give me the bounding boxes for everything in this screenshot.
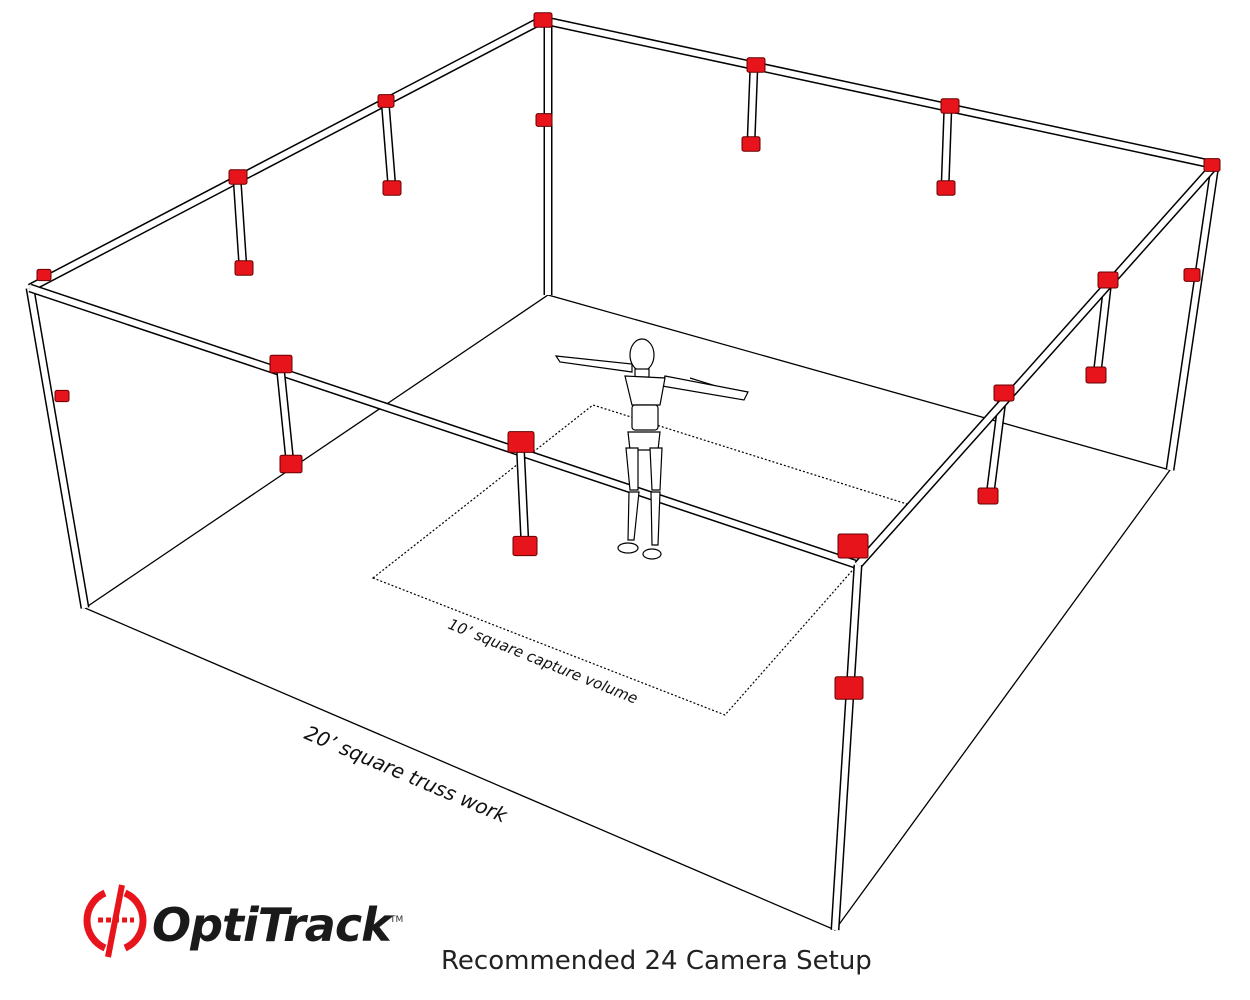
truss-bar: [748, 64, 757, 144]
truss-bar: [234, 177, 246, 269]
truss-bar: [1167, 164, 1218, 471]
camera-icon: [54, 389, 70, 403]
truss-bar: [832, 564, 861, 931]
camera-icon: [1097, 271, 1119, 289]
camera-icon: [940, 98, 960, 114]
trademark: TM: [390, 915, 404, 925]
camera-icon: [512, 535, 538, 557]
camera-icon: [1203, 158, 1221, 172]
figure-mannequin: [554, 338, 749, 560]
camera-icon: [234, 260, 254, 276]
camera-icon: [535, 113, 553, 127]
camera-icon: [1085, 366, 1107, 384]
camera-icon: [977, 487, 999, 505]
diagram-caption: Recommended 24 Camera Setup: [441, 946, 872, 976]
camera-icon: [228, 169, 248, 185]
camera-icon: [533, 12, 553, 28]
optitrack-logo-icon: [83, 884, 147, 958]
truss-bar: [541, 17, 1216, 168]
camera-icon: [377, 94, 395, 108]
truss-bar: [29, 285, 859, 568]
camera-icon: [746, 57, 766, 73]
camera-icon: [279, 454, 303, 474]
truss-frame: [25, 15, 1220, 931]
camera-icon: [936, 180, 956, 196]
truss-bar: [855, 163, 1218, 567]
camera-icon: [837, 533, 869, 559]
truss-bar: [517, 439, 528, 546]
truss-bar: [942, 104, 951, 189]
camera-icon: [993, 384, 1015, 402]
camera-icon: [1183, 268, 1201, 282]
camera-icon: [507, 431, 535, 453]
cameras: [36, 12, 1221, 700]
brand-name: OptiTrack: [152, 898, 392, 952]
camera-icon: [741, 136, 761, 152]
camera-icon: [36, 268, 52, 282]
capture-volume-label: 10’ square capture volume: [446, 615, 641, 708]
truss-bar: [382, 99, 395, 189]
camera-icon: [382, 180, 402, 196]
truss-label: 20’ square truss work: [301, 721, 512, 829]
camera-icon: [269, 354, 293, 374]
truss-bar: [27, 287, 88, 609]
truss-bar: [1094, 279, 1111, 376]
camera-icon: [834, 676, 864, 700]
truss-bar: [28, 17, 544, 291]
truss-bar: [277, 364, 293, 464]
